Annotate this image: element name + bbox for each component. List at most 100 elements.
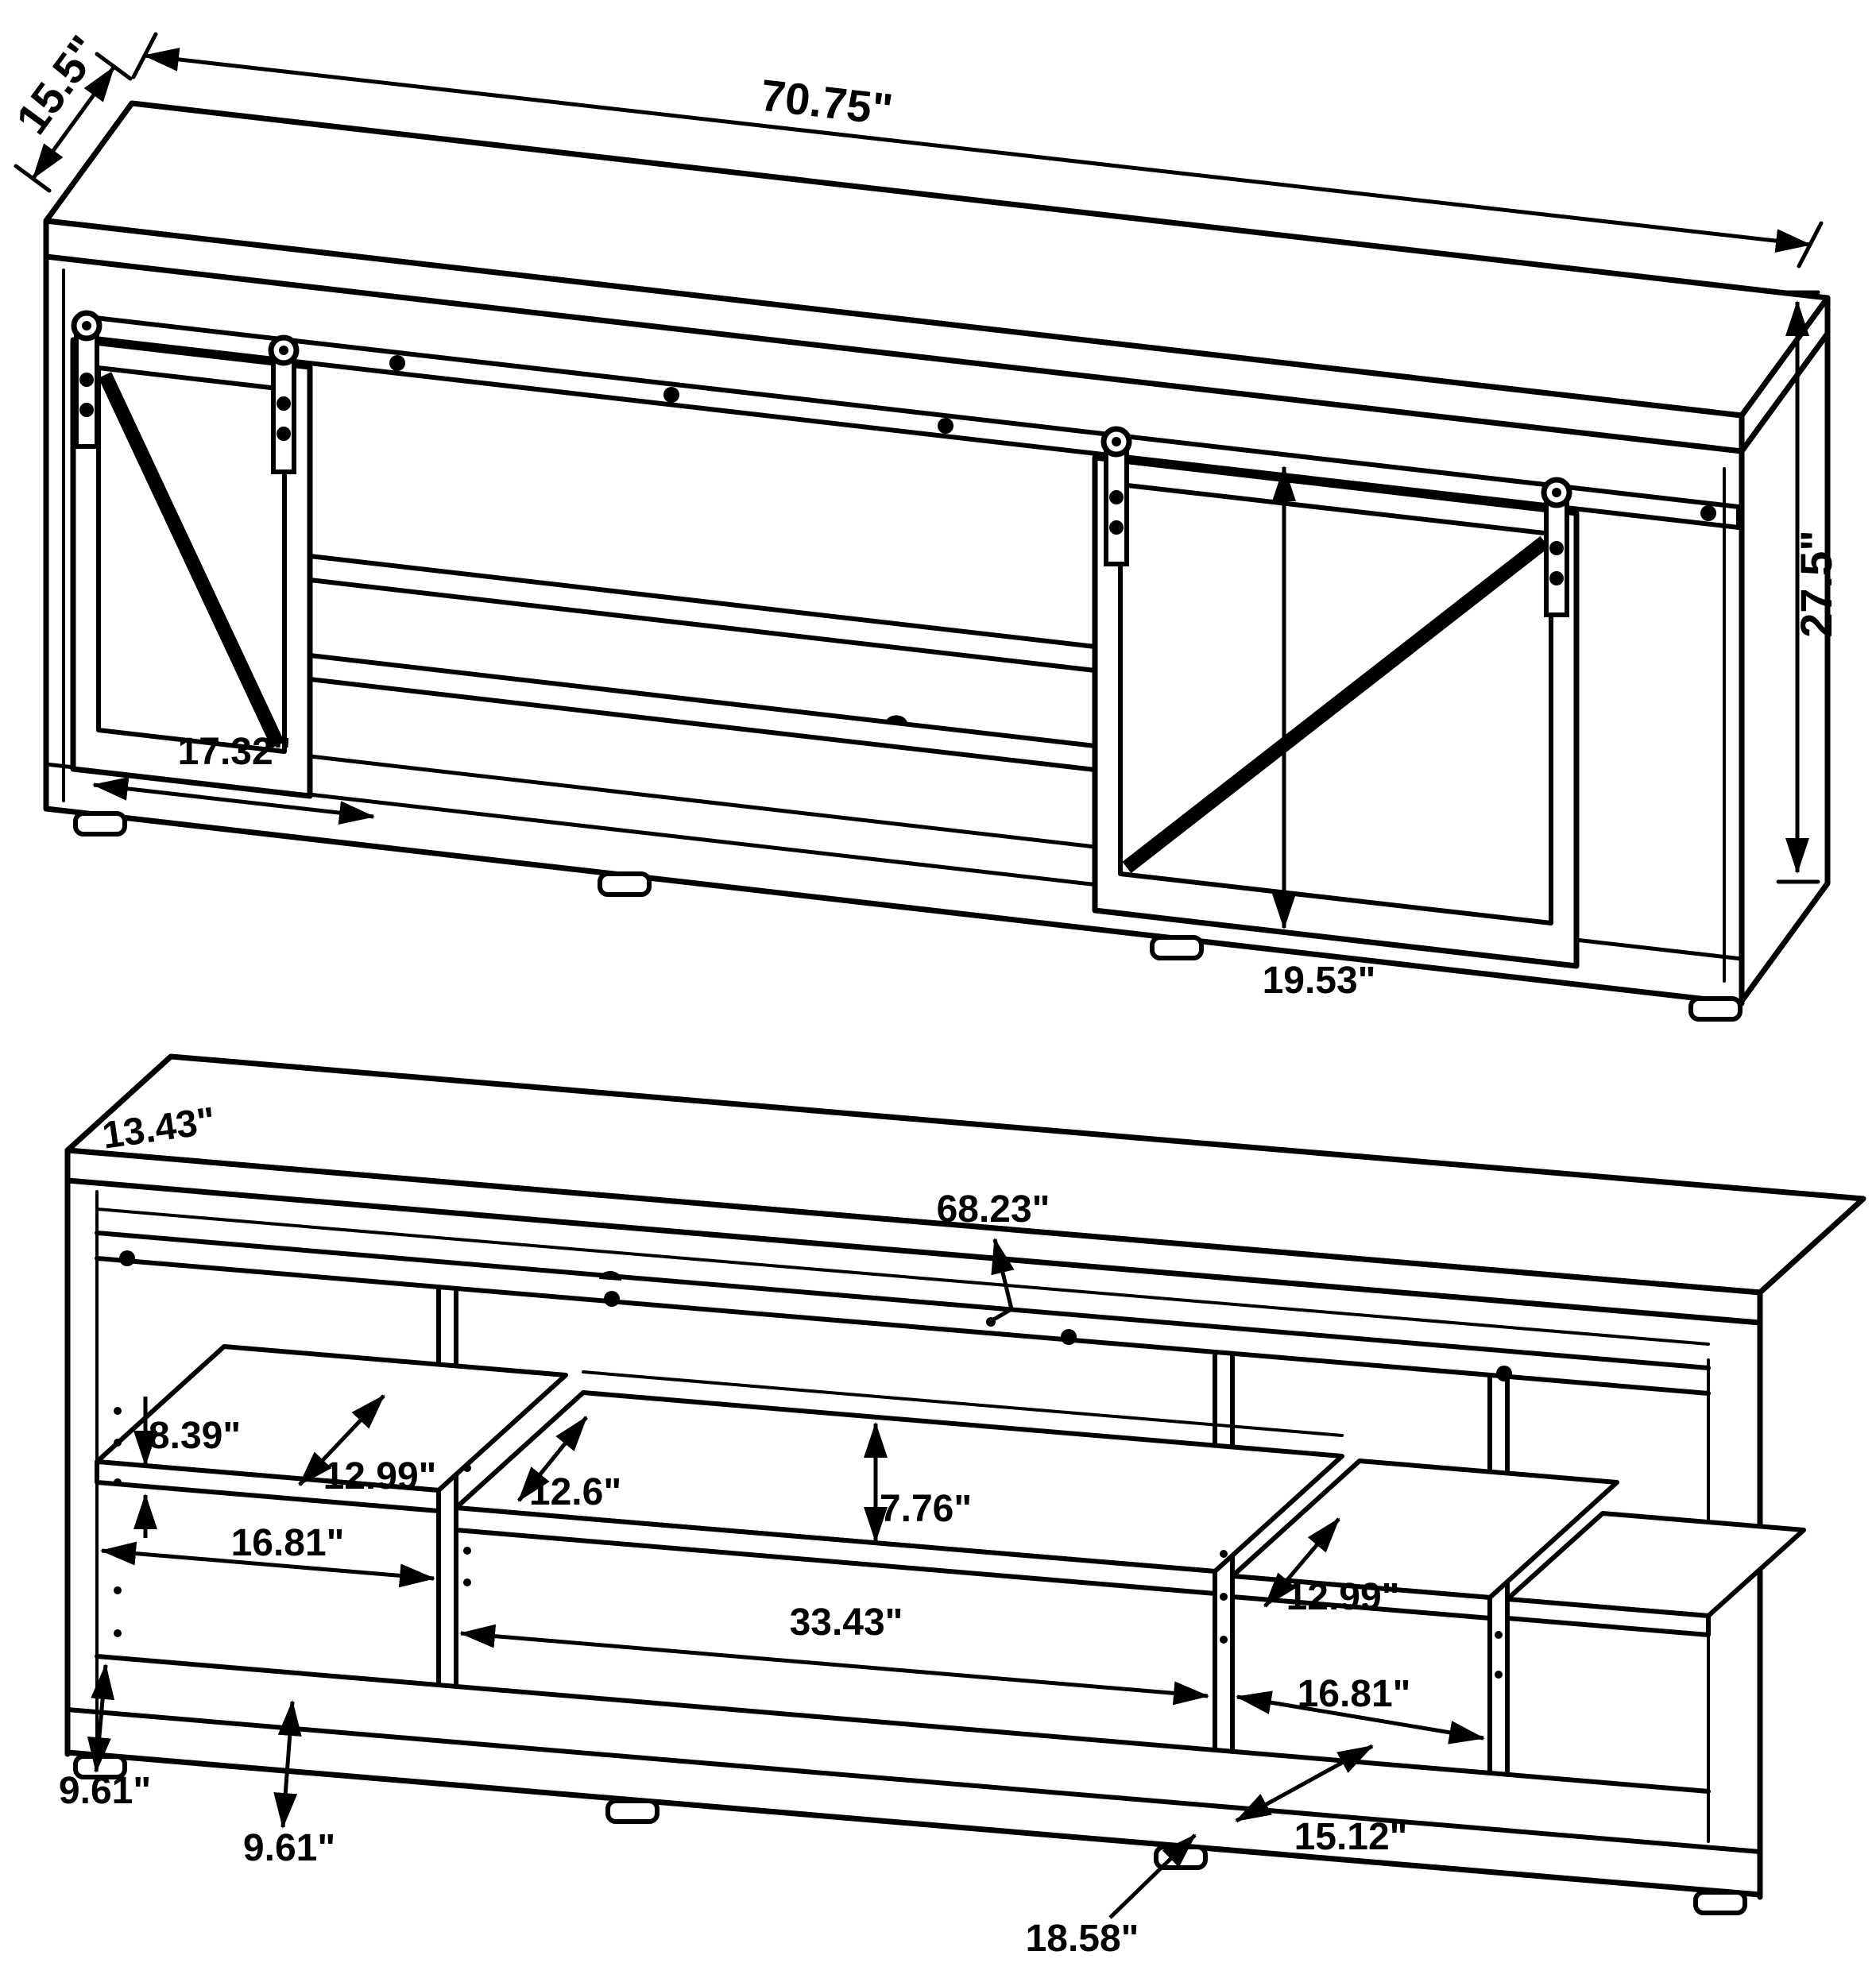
interior-floor-line — [308, 754, 1097, 849]
strap-bolt — [1549, 541, 1564, 555]
pin-hole — [1495, 1671, 1503, 1679]
roller-axle-bolt — [1112, 437, 1121, 446]
foot — [73, 811, 127, 837]
pin-hole — [114, 1586, 122, 1594]
rail-bolt-dot — [119, 1250, 135, 1266]
handle-notch — [599, 1270, 622, 1281]
strap-bolt — [1109, 490, 1124, 504]
dimension-door-height: 19.53" — [1263, 466, 1375, 1002]
dimension-center-shelf-depth: 12.6" — [517, 1416, 621, 1513]
middle-shelf-front-bottom — [308, 677, 1097, 772]
shelf-pin-holes — [114, 1407, 1503, 1679]
dimension-right-bay-width: 16.81" — [1236, 1673, 1485, 1745]
dimension-right-shelf-depth: 12.99" — [1263, 1517, 1400, 1618]
dimension-right-lower-shelf-depth: 15.12" — [1235, 1744, 1408, 1858]
rail-bottom-line — [95, 1256, 1711, 1396]
dim-center-shelf-depth-label: 12.6" — [529, 1471, 621, 1513]
strap-bolt — [79, 403, 94, 417]
shelf-front-band — [454, 1505, 1217, 1596]
foot — [598, 871, 652, 897]
dimension-tick — [1797, 221, 1824, 269]
dimension-line — [273, 1700, 302, 1829]
dim-depth-label: 15.5" — [6, 26, 110, 143]
rail-bolt-dot — [604, 1291, 620, 1307]
dim-center-bay-width-label: 33.43" — [790, 1602, 903, 1644]
dimension-interior-width: 68.23" — [937, 1188, 1050, 1327]
barn-door-rail — [95, 1207, 1711, 1396]
dim-left-bottom-height-label: 9.61" — [59, 1770, 151, 1812]
leader-dot — [986, 1317, 996, 1327]
cabinet-right-side-panel — [1739, 330, 1831, 1004]
foot — [605, 1799, 660, 1824]
rail-bolt-dot — [938, 418, 953, 434]
dim-left-bay-width-label: 16.81" — [231, 1522, 345, 1564]
pin-hole — [1220, 1550, 1228, 1558]
pin-hole — [114, 1629, 122, 1637]
dimension-center-opening-height: 7.76" — [864, 1422, 972, 1543]
dimension-tick — [95, 52, 133, 81]
dimension-right-bottom-height: 18.58" — [1026, 1833, 1197, 1960]
dimension-left-opening-height: 8.39" — [133, 1397, 241, 1538]
dimension-line-depth — [31, 66, 116, 180]
dimension-door-width: 17.32" — [92, 731, 375, 825]
dimension-line — [1235, 1744, 1374, 1823]
strap-bolt — [277, 427, 291, 441]
foot — [1688, 996, 1743, 1022]
pin-hole — [463, 1547, 471, 1555]
dimension-overall-width: 70.75" — [131, 32, 1824, 269]
dimension-left-bay-width: 16.81" — [100, 1522, 435, 1588]
dim-right-shelf-depth-label: 12.99" — [1286, 1576, 1400, 1618]
right-barn-door — [1092, 426, 1580, 969]
pin-hole — [114, 1407, 122, 1415]
shelf-back-support-line — [582, 1370, 1344, 1437]
dimension-line-door-width — [92, 776, 375, 825]
dimension-line — [298, 1394, 385, 1486]
rail-bottom-line — [79, 334, 1741, 530]
dimension-center-bottom-height: 9.61" — [243, 1700, 335, 1869]
left-door-z-brace — [98, 372, 285, 748]
right-door-z-brace — [1122, 535, 1549, 874]
dim-center-bottom-height-label: 9.61" — [243, 1827, 335, 1869]
foot — [1693, 1890, 1747, 1915]
dim-right-bay-width-label: 16.81" — [1298, 1673, 1411, 1715]
far-right-bay-shelf — [1505, 1511, 1806, 1637]
dim-left-opening-height-label: 8.39" — [149, 1415, 241, 1457]
dim-right-lower-shelf-depth-label: 15.12" — [1294, 1816, 1408, 1858]
open-shelf-area — [308, 554, 1097, 849]
dimension-line-overall-width — [143, 47, 1812, 253]
strap-bolt — [1549, 571, 1564, 585]
strap-bolt — [1109, 520, 1124, 535]
top-view-drawing: 15.5" 70.75" 27.5" 17.32" 19.53" — [6, 26, 1841, 1022]
upper-shelf-front-top — [308, 554, 1097, 649]
leader-line — [991, 1238, 1015, 1310]
dimension-line — [100, 1541, 435, 1588]
handle-notch — [885, 715, 908, 725]
upper-shelf-front-bottom — [308, 578, 1097, 673]
shelf-front-band — [1505, 1597, 1711, 1637]
dim-interior-width-label: 68.23" — [937, 1188, 1050, 1231]
dim-right-bottom-height-label: 18.58" — [1026, 1918, 1139, 1960]
cabinet-bottom-edge — [43, 806, 1745, 1007]
dimension-left-shelf-depth: 12.99" — [298, 1394, 437, 1497]
roller-axle-bolt — [1552, 488, 1561, 497]
rail-bolt-dot — [389, 355, 405, 371]
rail-bolt-dot — [1061, 1329, 1077, 1345]
roller-axle-bolt — [279, 346, 288, 355]
base-rail-top-line — [65, 1707, 1762, 1854]
dimension-line — [459, 1624, 1209, 1706]
dimension-line — [517, 1416, 588, 1502]
dimension-line — [87, 1663, 115, 1773]
rail-bolt-dot — [1700, 505, 1716, 521]
dim-left-shelf-depth-label: 12.99" — [323, 1455, 437, 1497]
cabinet-bottom-edge — [64, 1749, 1763, 1898]
dim-center-opening-height-label: 7.76" — [880, 1488, 972, 1530]
middle-shelf-front-top — [308, 653, 1097, 748]
foot — [1150, 935, 1204, 960]
dimension-tick — [14, 164, 52, 193]
strap-bolt — [277, 396, 291, 411]
pin-hole — [1495, 1631, 1503, 1639]
rail-top-line — [79, 314, 1741, 509]
pin-hole — [463, 1578, 471, 1586]
dimension-center-bay-width: 33.43" — [459, 1602, 1209, 1706]
dimension-overall-height: 27.5" — [1776, 290, 1841, 884]
